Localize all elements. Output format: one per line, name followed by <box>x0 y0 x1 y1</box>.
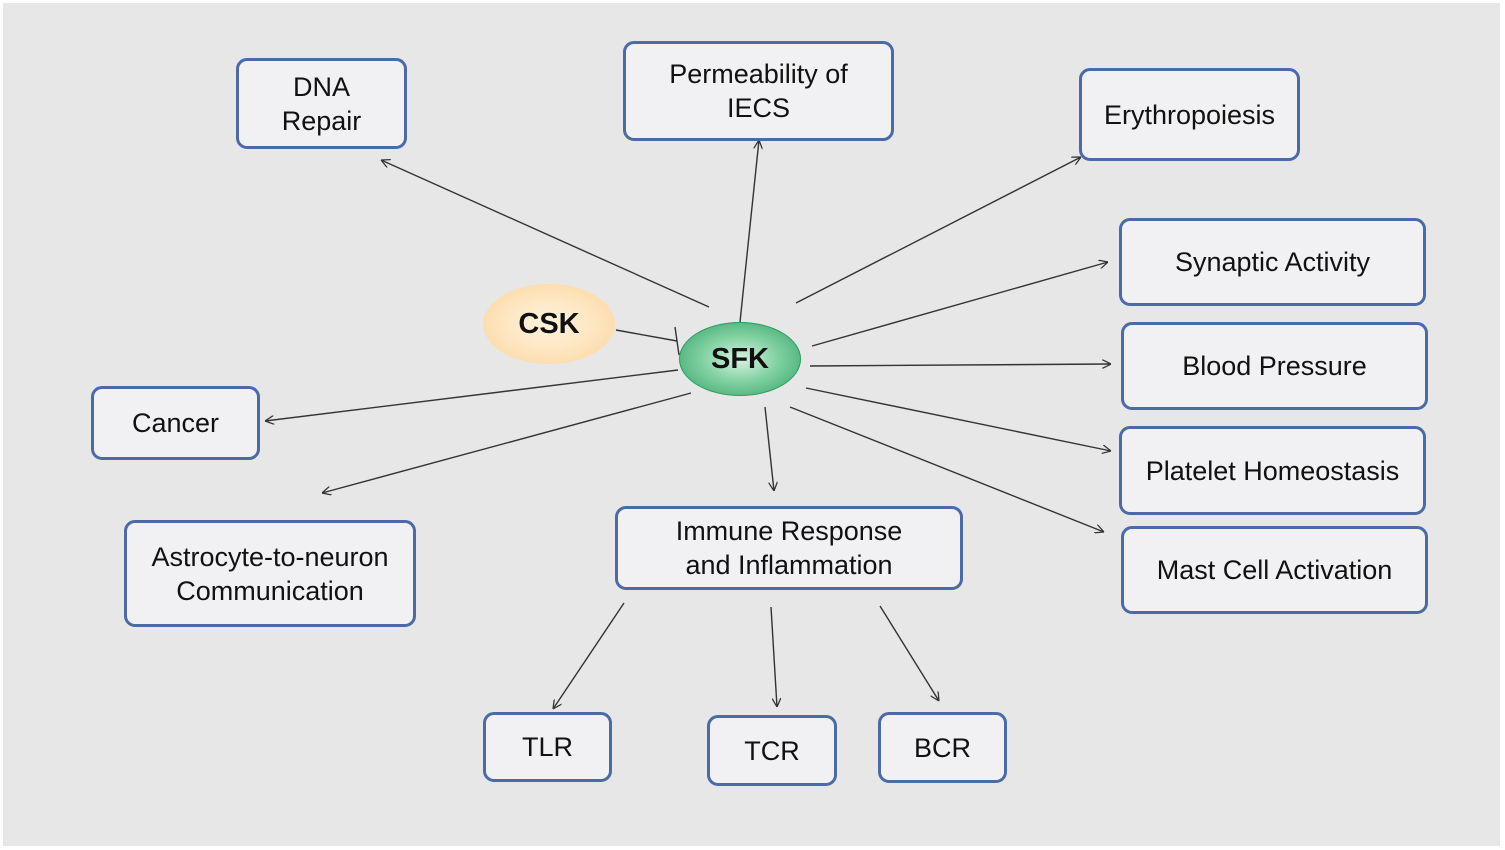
csk-node: CSK <box>483 284 615 364</box>
arrow-to-erythropoiesis <box>795 157 1081 304</box>
tlr-box: TLR <box>483 712 612 782</box>
arrow-to-cancer <box>265 369 679 421</box>
mast-cell-activation-label: Mast Cell Activation <box>1156 555 1393 585</box>
arrow-to-platelet <box>805 387 1111 451</box>
inhibition-line <box>615 329 678 342</box>
astrocyte-box: Astrocyte-to-neuron Communication <box>124 520 416 627</box>
arrow-to-synaptic <box>811 262 1108 347</box>
arrow-to-dna-repair <box>381 160 710 308</box>
cancer-box: Cancer <box>91 386 260 460</box>
blood-pressure-label: Blood Pressure <box>1182 351 1367 381</box>
arrow-to-blood-pressure <box>809 364 1111 366</box>
erythropoiesis-label: Erythropoiesis <box>1103 99 1276 130</box>
bcr-box: BCR <box>878 712 1007 783</box>
immune-response-label: Immune Response and Inflammation <box>675 516 903 580</box>
sfk-label: SFK <box>711 342 769 375</box>
arrow-to-bcr <box>879 605 939 701</box>
tcr-label: TCR <box>744 735 800 766</box>
mast-cell-activation-box: Mast Cell Activation <box>1121 526 1428 614</box>
tlr-label: TLR <box>521 732 573 762</box>
tcr-box: TCR <box>707 715 837 786</box>
permeability-box: Permeability of IECS <box>623 41 894 141</box>
arrow-to-tcr <box>770 606 777 707</box>
sfk-node: SFK <box>679 322 801 396</box>
dna-repair-box: DNA Repair <box>236 58 407 149</box>
arrow-to-mast-cell <box>789 406 1104 532</box>
astrocyte-label: Astrocyte-to-neuron Communication <box>151 541 389 606</box>
dna-repair-label: DNA Repair <box>281 71 362 136</box>
arrow-to-astrocyte <box>322 392 692 493</box>
platelet-homeostasis-label: Platelet Homeostasis <box>1145 455 1400 486</box>
permeability-label: Permeability of IECS <box>669 59 848 123</box>
bcr-label: BCR <box>913 732 971 763</box>
platelet-homeostasis-box: Platelet Homeostasis <box>1119 426 1426 515</box>
inhibition-bar <box>674 326 680 356</box>
csk-label: CSK <box>518 307 580 340</box>
arrow-to-immune <box>764 406 774 491</box>
synaptic-activity-label: Synaptic Activity <box>1174 247 1371 277</box>
immune-response-box: Immune Response and Inflammation <box>615 506 963 590</box>
arrow-to-permeability <box>739 140 759 323</box>
erythropoiesis-box: Erythropoiesis <box>1079 68 1300 161</box>
arrow-to-tlr <box>553 602 625 709</box>
blood-pressure-box: Blood Pressure <box>1121 322 1428 410</box>
synaptic-activity-box: Synaptic Activity <box>1119 218 1426 306</box>
cancer-label: Cancer <box>131 408 220 438</box>
